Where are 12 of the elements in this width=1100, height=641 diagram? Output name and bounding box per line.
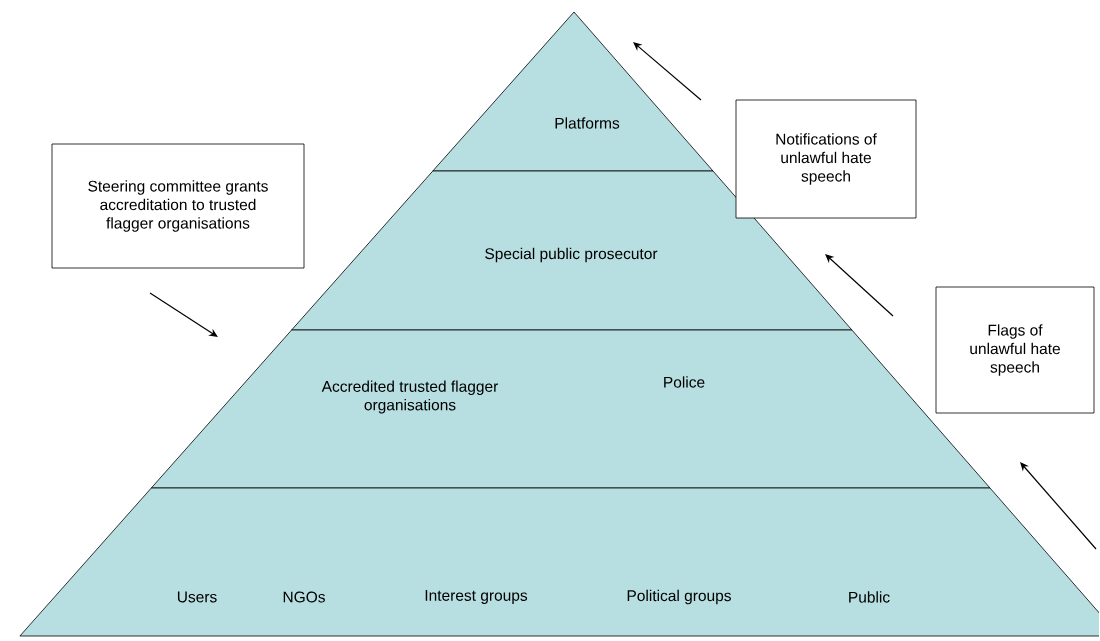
band-label: NGOs — [283, 591, 325, 603]
band-label: Platforms — [555, 117, 620, 129]
band-label: Accredited trusted flagger organisations — [321, 380, 499, 414]
band-label: Public — [849, 591, 890, 603]
band-label: Police — [664, 376, 705, 388]
text-box: Flags of unlawful hate speech — [935, 286, 1095, 414]
band-label: Special public prosecutor — [485, 247, 658, 263]
band-label: Political groups — [627, 589, 731, 605]
text-box: Steering committee grants accreditation to trusted flagger organisations — [51, 143, 305, 269]
band-label: Interest groups — [425, 590, 528, 604]
band-label: Users — [177, 591, 217, 603]
text-box: Notifications of unlawful hate speech — [735, 99, 917, 219]
